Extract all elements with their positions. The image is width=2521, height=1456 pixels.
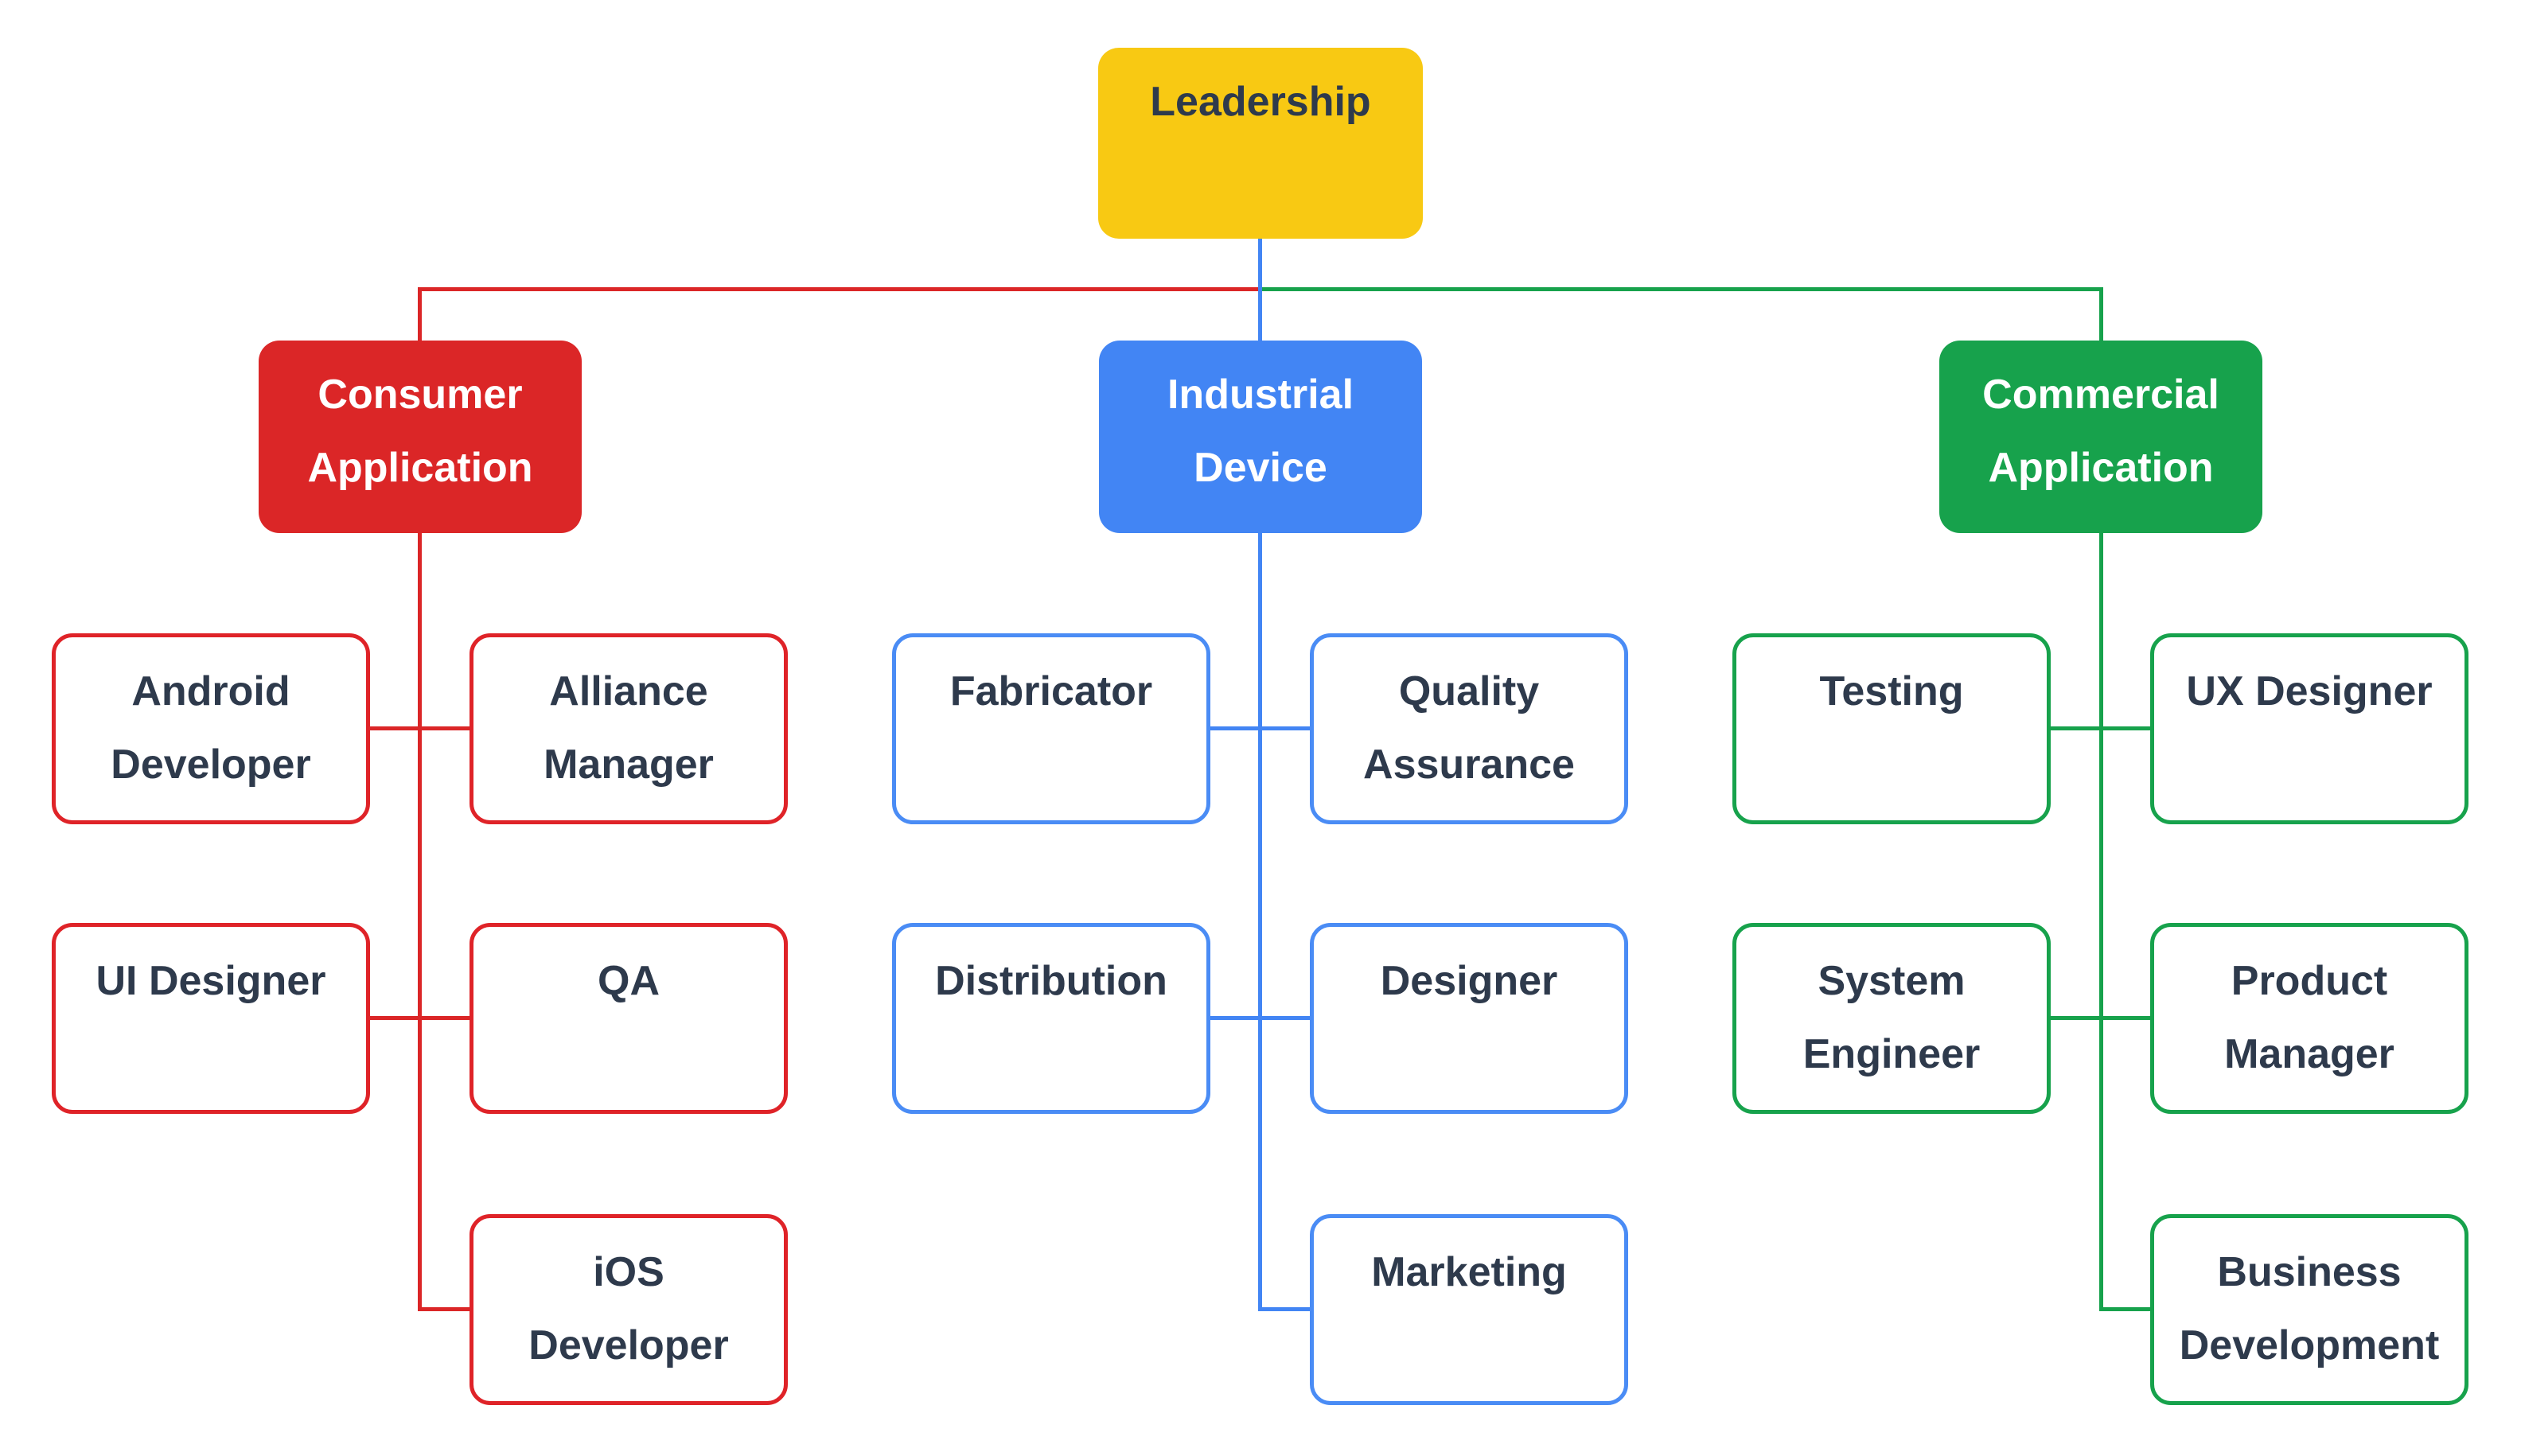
connector-root-stub-blue [1258, 239, 1262, 341]
node-consumer-application: Consumer Application [259, 341, 582, 533]
connector-row3-elbow-green [2099, 1307, 2151, 1311]
node-marketing: Marketing [1310, 1214, 1628, 1405]
connector-row1-blue [1210, 726, 1310, 730]
node-ios-developer: iOS Developer [470, 1214, 788, 1405]
node-alliance-manager: Alliance Manager [470, 633, 788, 824]
node-ui-designer: UI Designer [52, 923, 370, 1114]
connector-row1-red [370, 726, 470, 730]
node-business-development: Business Development [2150, 1214, 2468, 1405]
node-product-manager: Product Manager [2150, 923, 2468, 1114]
node-commercial-application: Commercial Application [1939, 341, 2262, 533]
connector-top-horizontal-green [1260, 287, 2103, 291]
connector-row1-green [2051, 726, 2150, 730]
connector-top-stub-green [2099, 287, 2103, 341]
connector-row2-red [370, 1016, 470, 1020]
connector-row3-elbow-blue [1258, 1307, 1310, 1311]
connector-trunk-blue [1258, 533, 1262, 1311]
connector-trunk-red [418, 533, 422, 1311]
connector-row2-green [2051, 1016, 2150, 1020]
connector-top-stub-red [418, 287, 422, 341]
node-system-engineer: System Engineer [1732, 923, 2051, 1114]
node-leadership: Leadership [1098, 48, 1423, 239]
node-industrial-device: Industrial Device [1099, 341, 1422, 533]
node-android-developer: Android Developer [52, 633, 370, 824]
connector-row3-elbow-red [418, 1307, 470, 1311]
node-designer: Designer [1310, 923, 1628, 1114]
node-fabricator: Fabricator [892, 633, 1210, 824]
node-quality-assurance: Quality Assurance [1310, 633, 1628, 824]
node-qa: QA [470, 923, 788, 1114]
connector-row2-blue [1210, 1016, 1310, 1020]
node-testing: Testing [1732, 633, 2051, 824]
node-distribution: Distribution [892, 923, 1210, 1114]
node-ux-designer: UX Designer [2150, 633, 2468, 824]
connector-top-horizontal-red [418, 287, 1260, 291]
connector-trunk-green [2099, 533, 2103, 1311]
